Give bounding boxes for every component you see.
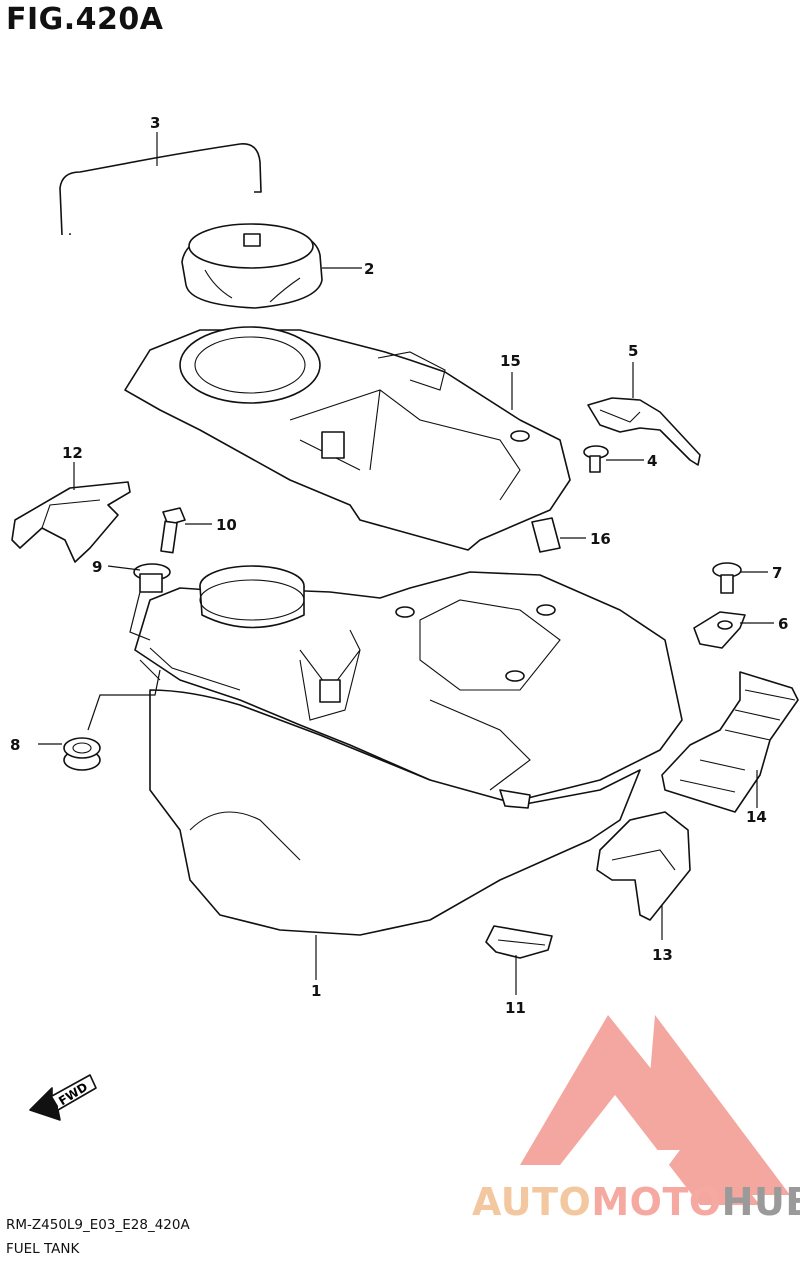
watermark-text: AUTOMOTOHUB [472, 1180, 800, 1224]
callout-6: 6 [778, 615, 788, 633]
figure-title: FIG.420A [6, 2, 164, 37]
part-bracket-12 [11, 481, 131, 563]
callout-8: 8 [10, 736, 20, 754]
callout-4: 4 [647, 452, 657, 470]
callout-5: 5 [628, 342, 638, 360]
part-clip [587, 397, 701, 466]
part-bolt-10 [160, 507, 186, 554]
figure-name: FUEL TANK [6, 1241, 80, 1257]
figure-code: RM-Z450L9_E03_E28_420A [6, 1217, 190, 1233]
callout-11: 11 [505, 999, 526, 1017]
watermark-auto: AUTO [472, 1180, 592, 1224]
callout-1: 1 [311, 982, 321, 1000]
callout-3: 3 [150, 114, 160, 132]
part-clip-11 [485, 925, 553, 959]
part-fuel-cap [181, 223, 323, 309]
callout-12: 12 [62, 444, 83, 462]
callout-7: 7 [772, 564, 782, 582]
watermark-moto: MOTO [591, 1180, 722, 1224]
callout-2: 2 [364, 260, 374, 278]
part-cushion-16 [531, 517, 561, 553]
leader-lines [38, 132, 774, 995]
part-fuel-tank [134, 565, 683, 936]
callout-14: 14 [746, 808, 767, 826]
callout-15: 15 [500, 352, 521, 370]
part-collar-9 [133, 563, 171, 593]
part-bracket-13 [596, 811, 691, 921]
part-heat-shield [661, 671, 799, 813]
watermark-logo [520, 1015, 790, 1205]
watermark-hub: HUB [721, 1180, 800, 1224]
callout-10: 10 [216, 516, 237, 534]
part-plate-6 [693, 611, 746, 649]
part-vent-hose [59, 143, 262, 236]
part-tank-cover [124, 326, 571, 551]
part-grommet-8 [63, 737, 101, 771]
callout-9: 9 [92, 558, 102, 576]
callout-16: 16 [590, 530, 611, 548]
callout-13: 13 [652, 946, 673, 964]
fwd-arrow: FWD [29, 1074, 97, 1121]
part-screw-4 [583, 445, 609, 473]
part-bolt-7 [712, 562, 742, 594]
